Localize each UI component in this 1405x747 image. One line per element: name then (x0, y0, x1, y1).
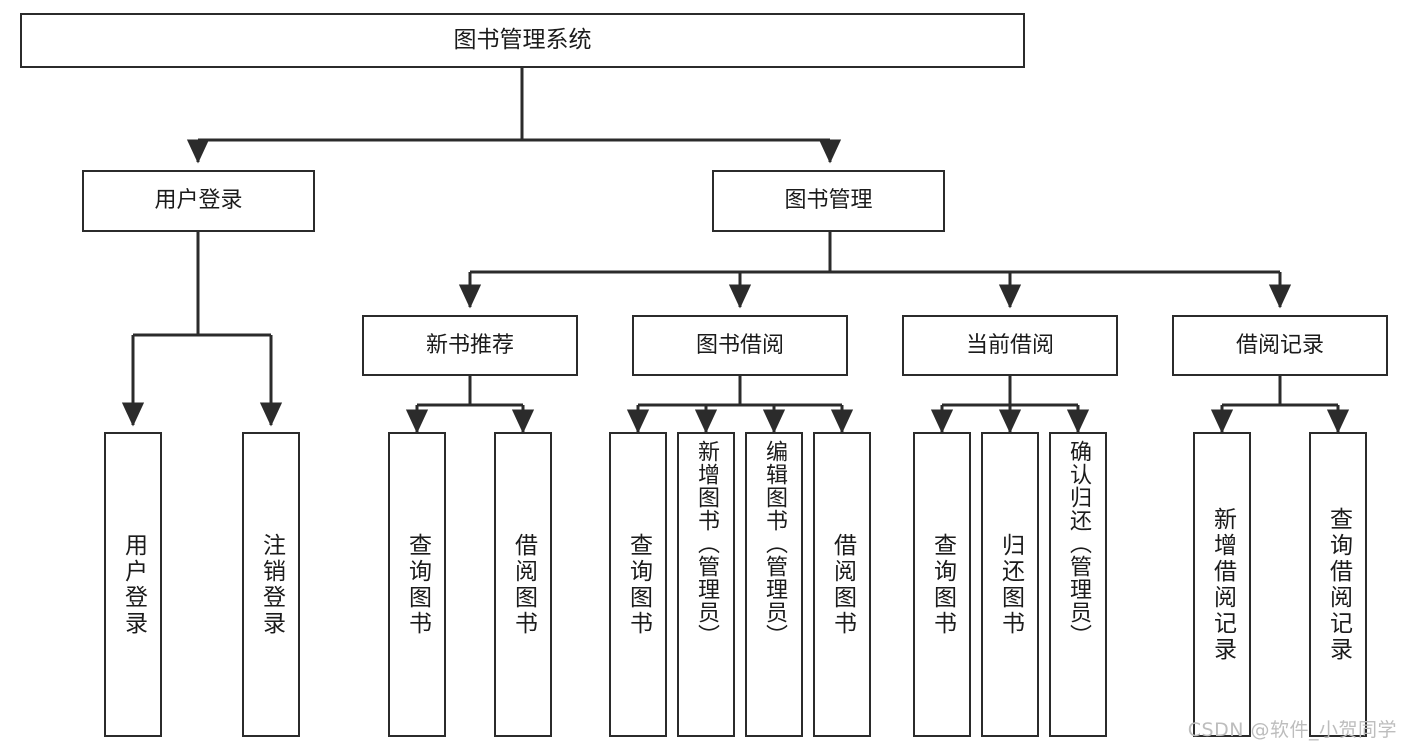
node-label: 用户登录 (154, 188, 243, 214)
node-root-book-management-system[interactable]: 图书管理系统 (20, 13, 1025, 68)
leaf-new-book-borrow-book[interactable]: 借阅图书 (494, 432, 552, 737)
node-user-login[interactable]: 用户登录 (82, 170, 315, 232)
node-label: 查询图书 (929, 532, 956, 637)
node-label: 查询图书 (625, 532, 652, 637)
node-label: 确认归还（管理员） (1066, 440, 1091, 647)
leaf-book-borrow-query-book[interactable]: 查询图书 (609, 432, 667, 737)
node-label: 新书推荐 (425, 332, 514, 358)
node-label: 借阅记录 (1235, 332, 1324, 358)
node-label: 编辑图书（管理员） (762, 440, 787, 647)
leaf-book-borrow-add-book-admin[interactable]: 新增图书（管理员） (677, 432, 735, 737)
node-label: 借阅图书 (510, 532, 537, 637)
node-label: 查询图书 (404, 532, 431, 637)
leaf-book-borrow-borrow-book[interactable]: 借阅图书 (813, 432, 871, 737)
leaf-borrow-record-add-record[interactable]: 新增借阅记录 (1193, 432, 1251, 737)
node-book-borrow[interactable]: 图书借阅 (632, 315, 848, 376)
leaf-book-borrow-edit-book-admin[interactable]: 编辑图书（管理员） (745, 432, 803, 737)
node-label: 归还图书 (997, 532, 1024, 637)
node-borrow-record[interactable]: 借阅记录 (1172, 315, 1388, 376)
node-label: 借阅图书 (829, 532, 856, 637)
leaf-user-login-logout[interactable]: 注销登录 (242, 432, 300, 737)
node-label: 查询借阅记录 (1325, 506, 1352, 663)
node-label: 图书管理系统 (453, 27, 592, 54)
node-book-management[interactable]: 图书管理 (712, 170, 945, 232)
node-label: 新增图书（管理员） (694, 440, 719, 647)
leaf-current-borrow-query-book[interactable]: 查询图书 (913, 432, 971, 737)
node-new-book-recommend[interactable]: 新书推荐 (362, 315, 578, 376)
node-label: 用户登录 (120, 532, 147, 637)
leaf-user-login-login[interactable]: 用户登录 (104, 432, 162, 737)
csdn-watermark: CSDN @软件_小贺同学 (1187, 719, 1397, 741)
node-label: 图书借阅 (695, 332, 784, 358)
node-label: 当前借阅 (965, 332, 1054, 358)
node-label: 注销登录 (258, 532, 285, 637)
leaf-borrow-record-query-record[interactable]: 查询借阅记录 (1309, 432, 1367, 737)
node-label: 图书管理 (784, 188, 873, 214)
node-current-borrow[interactable]: 当前借阅 (902, 315, 1118, 376)
node-label: 新增借阅记录 (1209, 506, 1236, 663)
leaf-current-borrow-return-book[interactable]: 归还图书 (981, 432, 1039, 737)
leaf-new-book-query-book[interactable]: 查询图书 (388, 432, 446, 737)
leaf-current-borrow-confirm-return-admin[interactable]: 确认归还（管理员） (1049, 432, 1107, 737)
